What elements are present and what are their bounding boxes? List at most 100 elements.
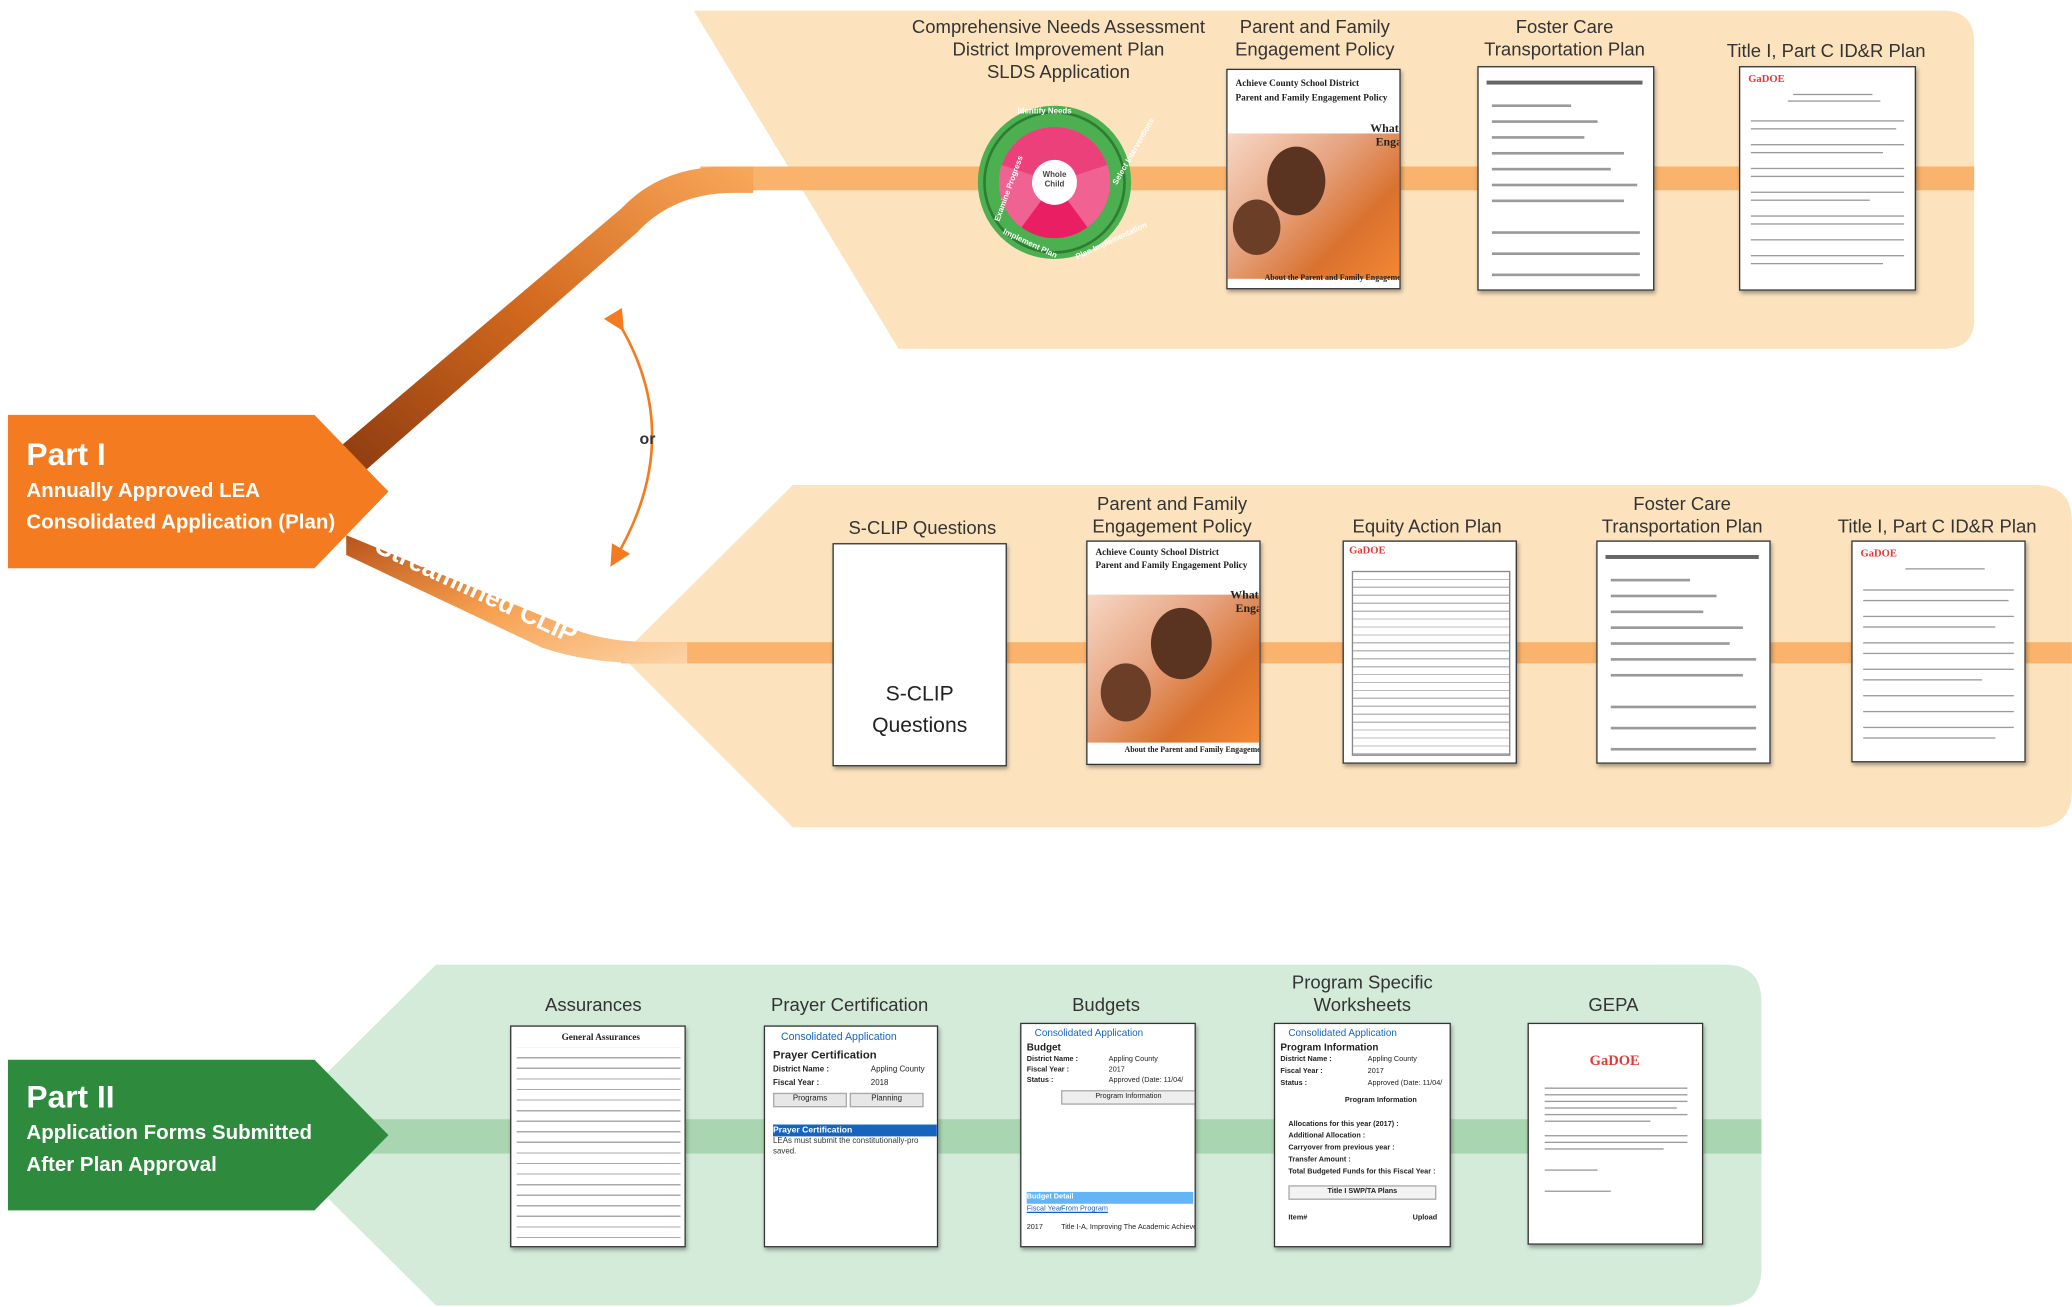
prayer-district-label: District Name : <box>773 1066 829 1075</box>
cna-label-line1: Comprehensive Needs Assessment <box>911 15 1205 37</box>
budget-status-value: Approved (Date: 11/04/ <box>1108 1076 1184 1085</box>
part-two-subtitle-line2: After Plan Approval <box>26 1153 217 1177</box>
sclip-document: S-CLIP Questions <box>832 543 1007 767</box>
policy-district: Achieve County School District <box>1235 77 1360 89</box>
planning-tab: Planning <box>849 1092 924 1108</box>
worksheet-district-label: District Name : <box>1280 1055 1332 1064</box>
cna-label-line2: District Improvement Plan <box>952 38 1165 60</box>
online-title1c-label: Title I, Part C ID&R Plan <box>1726 39 1926 61</box>
worksheet-program-info: Program Information <box>1344 1096 1417 1105</box>
budget-fiscal-label: Fiscal Year : <box>1026 1066 1070 1075</box>
policy-about-2: About the Parent and Family Engagement <box>1124 746 1261 755</box>
streamlined-foster-label: Foster Care Transportation Plan <box>1602 493 1763 538</box>
worksheet-swp: Title I SWP/TA Plans <box>1288 1185 1437 1200</box>
streamlined-pfe-label-line1: Parent and Family <box>1097 492 1248 515</box>
part-two-subtitle-line1: Application Forms Submitted <box>26 1121 313 1145</box>
online-foster-label-line2: Transportation Plan <box>1484 38 1645 60</box>
streamlined-foster-document <box>1596 540 1771 764</box>
budget-district-value: Appling County <box>1108 1055 1158 1064</box>
streamlined-foster-label-line1: Foster Care <box>1633 492 1731 515</box>
streamlined-title1c-label: Title I, Part C ID&R Plan <box>1837 515 2037 537</box>
gepa-label: GEPA <box>1588 993 1639 1015</box>
budget-detail-bar: Budget Detail <box>1026 1191 1194 1204</box>
worksheets-label-line2: Worksheets <box>1313 993 1412 1015</box>
worksheets-label-line1: Program Specific <box>1291 971 1433 993</box>
equity-document: GaDOE <box>1342 540 1517 764</box>
budget-consolidated: Consolidated Application <box>1034 1026 1144 1039</box>
prayer-saved: saved. <box>773 1148 797 1157</box>
or-label: or <box>639 429 656 448</box>
online-foster-label: Foster Care Transportation Plan <box>1484 16 1645 61</box>
gepa-logo: GaDOE <box>1589 1053 1640 1070</box>
gadoe-logo: GaDOE <box>1748 72 1785 85</box>
sclip-doc-title-line2: Questions <box>872 714 968 738</box>
family-photo-2 <box>1087 594 1260 743</box>
worksheet-heading: Program Information <box>1280 1041 1379 1054</box>
gepa-document: GaDOE <box>1527 1022 1704 1245</box>
worksheet-status-value: Approved (Date: 11/04/ <box>1367 1079 1443 1088</box>
assurances-label: Assurances <box>544 993 642 1015</box>
worksheet-consolidated: Consolidated Application <box>1288 1026 1397 1039</box>
sclip-doc-title: S-CLIP Questions <box>834 679 1006 742</box>
part-two-title: Part II <box>26 1079 115 1116</box>
policy-title: Parent and Family Engagement Policy <box>1235 92 1388 104</box>
cna-label: Comprehensive Needs Assessment District … <box>912 16 1205 83</box>
budgets-document: Consolidated Application Budget District… <box>1020 1022 1196 1248</box>
streamlined-pfe-label-line2: Engagement Policy <box>1092 515 1252 537</box>
cna-label-line3: SLDS Application <box>986 60 1130 82</box>
policy-what-2: What <box>1230 588 1259 602</box>
worksheet-district-value: Appling County <box>1367 1055 1417 1064</box>
policy-enga: Enga <box>1375 134 1401 148</box>
policy-district-2: Achieve County School District <box>1095 547 1220 558</box>
prayer-text: LEAs must submit the constitutionally-pr… <box>773 1137 919 1146</box>
family-photo <box>1227 133 1400 279</box>
or-arrow <box>603 307 654 567</box>
worksheet-allocations: Allocations for this year (2017) : <box>1288 1120 1399 1129</box>
prayer-consolidated: Consolidated Application <box>780 1030 897 1043</box>
equity-label: Equity Action Plan <box>1352 515 1502 537</box>
budget-district-label: District Name : <box>1026 1055 1079 1064</box>
part-two-arrow <box>7 1059 389 1211</box>
budget-from-program: From Program <box>1061 1205 1108 1214</box>
worksheet-additional: Additional Allocation : <box>1288 1132 1366 1141</box>
worksheet-carryover: Carryover from previous year : <box>1288 1144 1395 1153</box>
wheel-center-line2: Child <box>1044 181 1065 189</box>
prayer-fiscal-value: 2018 <box>870 1079 889 1088</box>
prayer-bar: Prayer Certification <box>773 1124 937 1137</box>
worksheet-fiscal-label: Fiscal Year : <box>1280 1067 1323 1076</box>
worksheets-document: Consolidated Application Program Informa… <box>1273 1022 1451 1248</box>
budget-program-info: Program Information <box>1061 1090 1195 1105</box>
budget-row-program: Title I-A, Improving The Academic Achiev… <box>1061 1223 1194 1232</box>
part-one-label: Part I Annually Approved LEA Consolidate… <box>26 436 335 539</box>
streamlined-title1c-document: GaDOE <box>1851 540 2026 763</box>
online-foster-label-line1: Foster Care <box>1515 15 1614 37</box>
prayer-fiscal-label: Fiscal Year : <box>773 1079 820 1088</box>
online-title1c-document: GaDOE <box>1738 66 1917 291</box>
worksheet-total: Total Budgeted Funds for this Fiscal Yea… <box>1288 1168 1436 1177</box>
assurances-heading: General Assurances <box>561 1032 640 1043</box>
part-one-subtitle-line1: Annually Approved LEA <box>26 479 261 503</box>
budget-heading: Budget <box>1026 1041 1061 1054</box>
needs-assessment-wheel <box>977 105 1132 259</box>
policy-enga-2: Enga <box>1235 601 1261 615</box>
part-two-label: Part II Application Forms Submitted Afte… <box>26 1078 312 1181</box>
sclip-label: S-CLIP Questions <box>848 516 997 538</box>
worksheets-label: Program Specific Worksheets <box>1292 971 1433 1016</box>
online-pfe-document: Achieve County School District Parent an… <box>1226 68 1401 290</box>
wheel-center: Whole Child <box>1039 172 1071 190</box>
streamlined-branch <box>346 535 688 664</box>
worksheet-status-label: Status : <box>1280 1079 1308 1088</box>
streamlined-foster-label-line2: Transportation Plan <box>1601 515 1763 537</box>
online-pfe-label-line1: Parent and Family <box>1239 15 1390 37</box>
streamlined-pfe-document: Achieve County School District Parent an… <box>1086 540 1261 766</box>
policy-title-2: Parent and Family Engagement Policy <box>1095 560 1248 571</box>
budget-status-label: Status : <box>1026 1076 1054 1085</box>
worksheet-item: Item# <box>1288 1214 1308 1223</box>
online-pfe-label-line2: Engagement Policy <box>1235 38 1395 60</box>
assurances-document: General Assurances <box>510 1025 686 1248</box>
sclip-doc-title-line1: S-CLIP <box>885 683 954 706</box>
prayer-label: Prayer Certification <box>771 993 929 1015</box>
streamlined-pfe-label: Parent and Family Engagement Policy <box>1092 493 1251 538</box>
programs-tab: Programs <box>773 1092 848 1108</box>
